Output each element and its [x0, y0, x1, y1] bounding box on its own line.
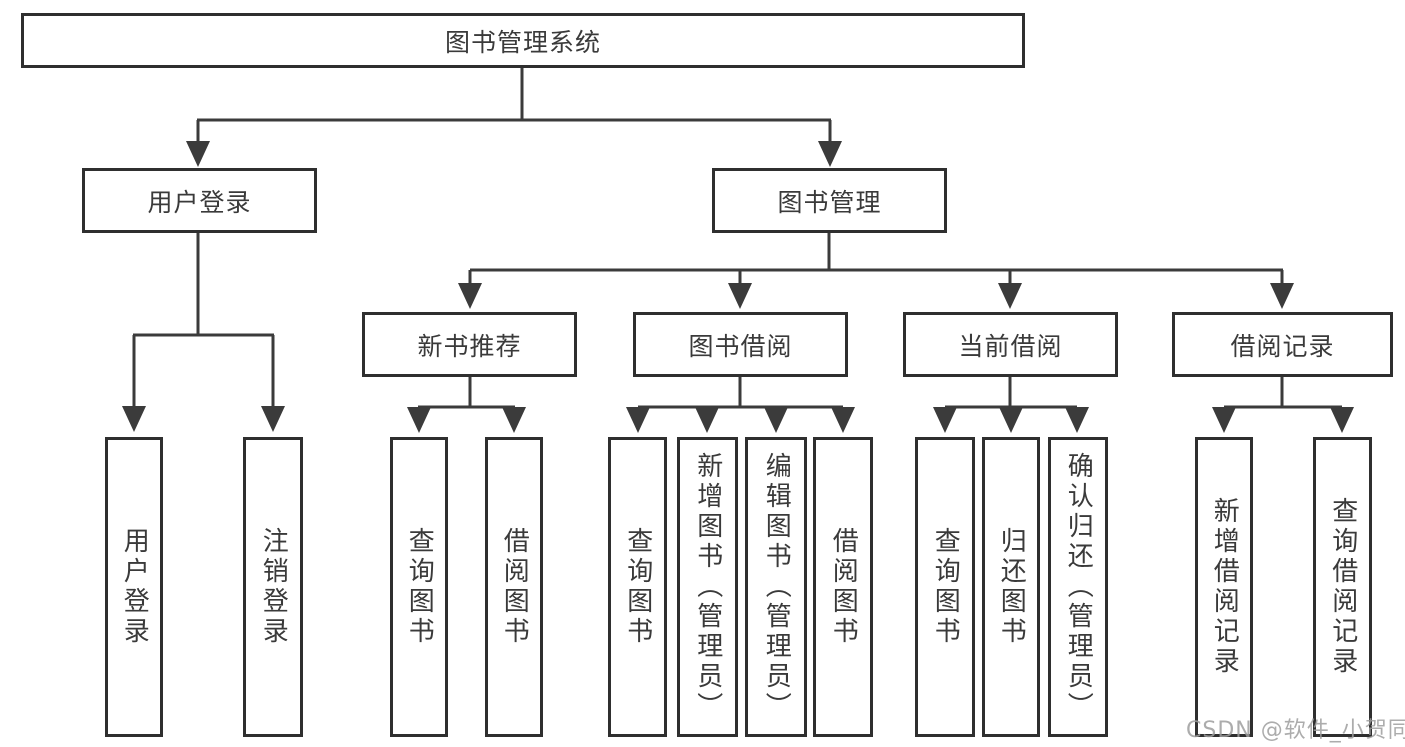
node-book-management: 图书管理 [712, 168, 947, 233]
node-add-borrow-record: 新增借阅记录 [1195, 437, 1253, 737]
node-book-borrowing: 图书借阅 [633, 312, 848, 377]
node-confirm-return-admin: 确认归还（管理员） [1048, 437, 1108, 737]
edge-borrow-records-children [1212, 375, 1354, 433]
node-borrow-books-b: 借阅图书 [813, 437, 873, 737]
node-logout: 注销登录 [243, 437, 303, 737]
node-user-login: 用户登录 [105, 437, 163, 737]
node-add-book-admin: 新增图书（管理员） [677, 437, 738, 737]
node-query-books-b: 查询图书 [608, 437, 667, 737]
node-return-book: 归还图书 [982, 437, 1040, 737]
node-library-system: 图书管理系统 [21, 13, 1025, 68]
node-edit-book-admin: 编辑图书（管理员） [745, 437, 807, 737]
edge-current-borrowing-children [933, 375, 1089, 433]
edge-book-management-children [458, 231, 1294, 309]
node-borrow-records: 借阅记录 [1172, 312, 1393, 377]
edge-new-book-recommend-children [407, 375, 526, 433]
node-user-login-group: 用户登录 [82, 168, 317, 233]
node-current-borrowing: 当前借阅 [903, 312, 1118, 377]
node-query-books-a: 查询图书 [390, 437, 448, 737]
node-new-book-recommend: 新书推荐 [362, 312, 577, 377]
edge-book-borrowing-children [626, 375, 855, 433]
edge-root-to-level2 [186, 68, 842, 167]
edge-user-login-children [122, 231, 285, 432]
csdn-watermark: CSDN @软件_小贺同学 [1186, 718, 1405, 743]
node-borrow-books-a: 借阅图书 [485, 437, 543, 737]
node-query-books-c: 查询图书 [915, 437, 975, 737]
node-query-borrow-record: 查询借阅记录 [1313, 437, 1372, 737]
